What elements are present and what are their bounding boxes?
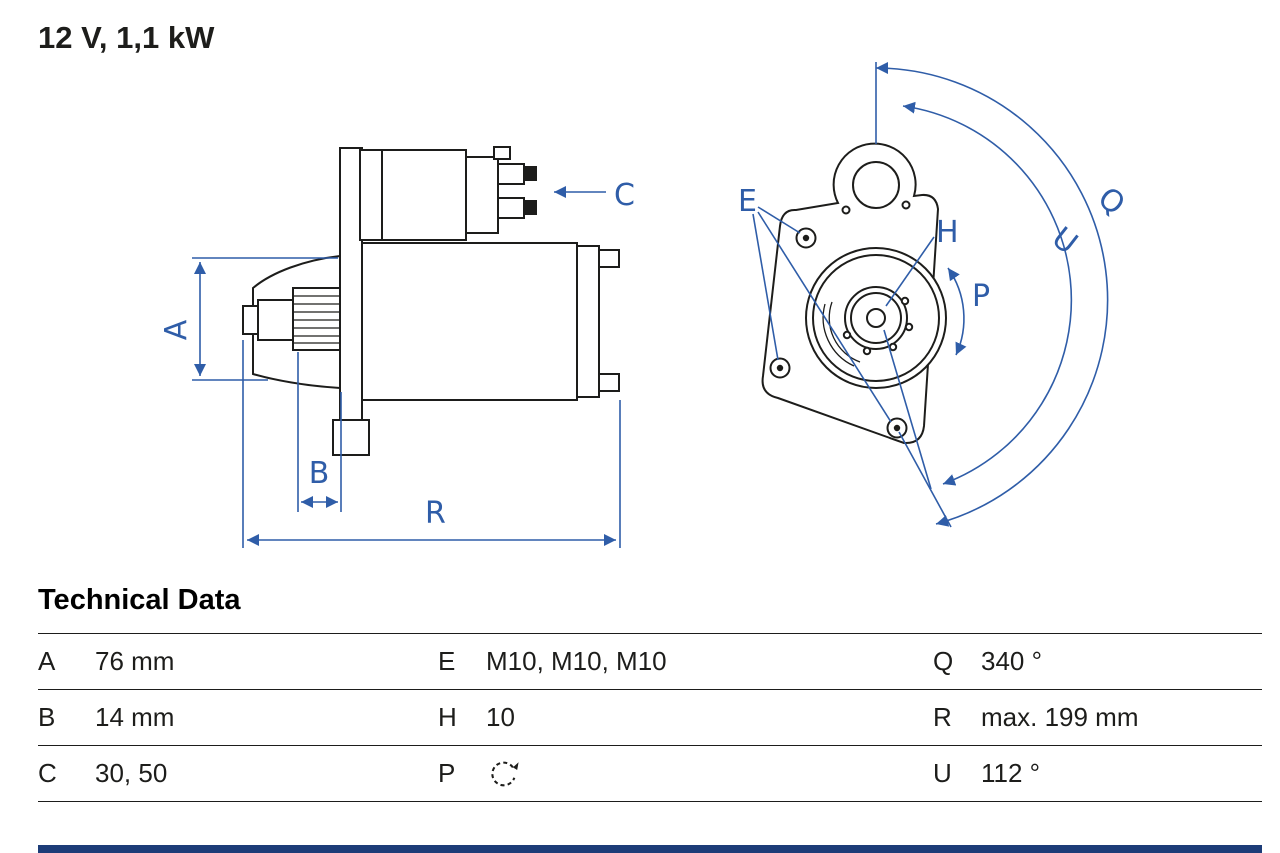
solenoid <box>359 146 537 241</box>
technical-data-table: A 76 mm E M10, M10, M10 Q 340 ° B 14 mm … <box>38 633 1262 802</box>
pinion-gear <box>242 287 341 351</box>
E-leader-2 <box>752 213 779 361</box>
param-key: R <box>933 702 952 732</box>
dim-Q-arc <box>875 62 1109 527</box>
Q-leader <box>898 431 952 528</box>
param-value <box>486 757 933 791</box>
dim-label-U: U <box>1045 220 1084 261</box>
U-leader <box>883 329 932 490</box>
tongue-hole <box>852 161 900 209</box>
side-view-dimensions <box>192 186 621 548</box>
dim-label-E: E <box>738 184 757 219</box>
technical-data-heading: Technical Data <box>38 584 241 616</box>
technical-drawing: A B C R <box>159 62 1131 548</box>
side-view-labels: A B C R <box>159 178 635 531</box>
page-title: 12 V, 1,1 kW <box>38 20 215 55</box>
param-key: B <box>38 702 56 732</box>
rotation-ccw-icon <box>491 761 519 786</box>
dim-U-arc <box>902 101 1073 486</box>
param-key: Q <box>933 646 954 676</box>
dim-label-P: P <box>972 279 990 314</box>
param-key: P <box>438 758 456 788</box>
param-value: 112 ° <box>981 758 1041 788</box>
param-value: max. 199 mm <box>981 702 1139 732</box>
table-row: B 14 mm H 10 R max. 199 mm <box>38 690 1262 746</box>
rotation-P-arc <box>947 267 967 356</box>
param-value: 14 mm <box>95 702 175 732</box>
dim-label-Q: Q <box>1091 180 1131 222</box>
param-key: E <box>438 646 456 676</box>
dim-label-C: C <box>614 178 635 213</box>
param-value: 76 mm <box>95 646 175 676</box>
footer-accent-bar <box>38 845 1262 853</box>
param-value: 30, 50 <box>95 758 168 788</box>
param-key: H <box>438 702 457 732</box>
param-value: 340 ° <box>981 646 1043 676</box>
dim-label-H: H <box>936 215 959 250</box>
dim-label-B: B <box>309 456 330 491</box>
dim-label-R: R <box>425 496 446 531</box>
E-leader-3 <box>757 211 892 423</box>
front-view <box>761 142 947 445</box>
param-value: M10, M10, M10 <box>486 646 667 676</box>
param-key: A <box>38 646 56 676</box>
side-view <box>242 146 620 456</box>
H-leader <box>885 236 935 307</box>
param-key: U <box>933 758 952 788</box>
table-row: A 76 mm E M10, M10, M10 Q 340 ° <box>38 634 1262 690</box>
motor-body <box>361 242 620 401</box>
bearing-boss <box>805 247 947 389</box>
param-value: 10 <box>486 702 515 732</box>
dim-label-A: A <box>159 319 194 340</box>
front-view-dimensions <box>752 62 1109 528</box>
mounting-flange-side <box>339 147 363 456</box>
flange-foot <box>332 419 370 456</box>
table-row: C 30, 50 P U 112 ° <box>38 746 1262 802</box>
param-key: C <box>38 758 57 788</box>
E-leader-1 <box>757 206 801 234</box>
